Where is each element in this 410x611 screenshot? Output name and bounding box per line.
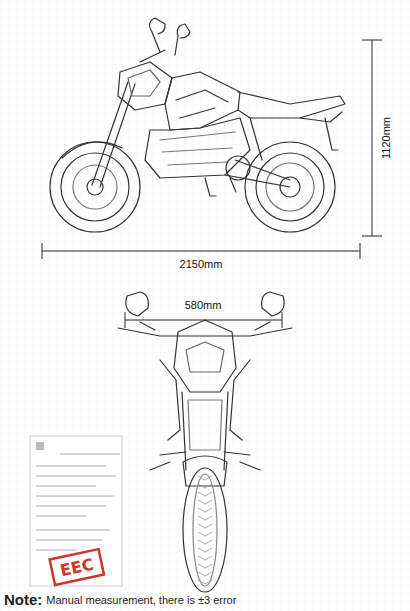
dimension-height: 1120mm — [380, 117, 392, 159]
dimension-length: 2150mm — [180, 258, 223, 270]
note-heading: Note: — [4, 591, 42, 608]
note-text: Manual measurement, there is ±3 error — [46, 594, 236, 606]
dimension-width: 580mm — [185, 299, 222, 311]
